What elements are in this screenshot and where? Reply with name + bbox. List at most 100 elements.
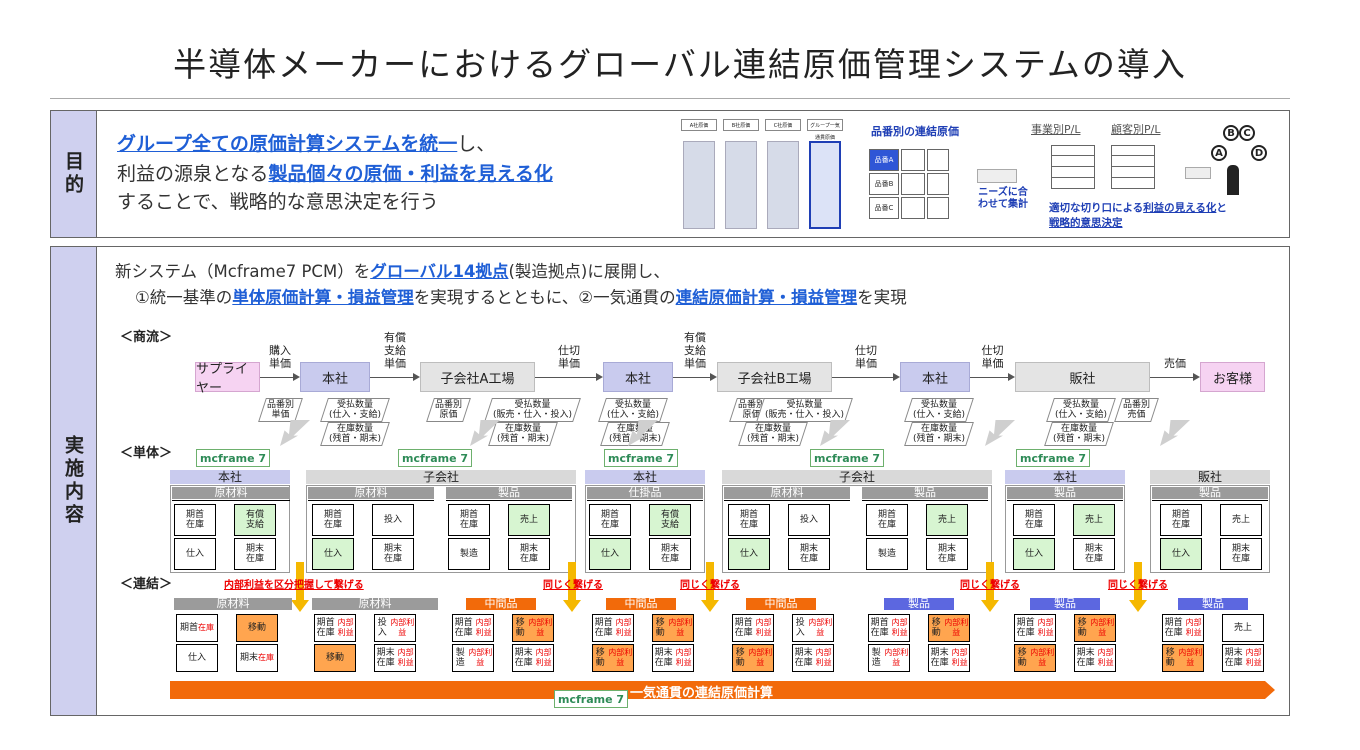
consol-cell: 期首在庫内部利益 [592,614,634,642]
consol-cell-text: 期末在庫 [794,648,813,668]
internal-profit-text: 内部利益 [891,618,908,637]
param-box-12: 在庫数量(残首・期末) [904,422,974,446]
single-cell: 期首在庫 [589,504,631,536]
param-text: 受払数量(仕入・支給) [607,400,660,420]
consol-cell: 移動 [314,644,356,672]
cube-cell [901,197,925,219]
flow-arrow-head [893,373,900,381]
single-cell: 期末在庫 [508,538,550,570]
mcframe-logo-2: mcframe 7 [604,449,679,467]
consol-cell-text: 移動 [655,618,665,638]
internal-profit-text: 内部利益 [1030,648,1055,667]
single-cell: 期首在庫 [312,504,354,536]
flow-box-1: 本社 [300,362,370,392]
single-cell: 売上 [508,504,550,536]
param-box-9: 受払数量(販売・仕入・投入) [756,398,853,422]
cube-cell [927,149,949,171]
yellow-arrow-1 [706,562,714,602]
consol-cell: 移動内部利益 [1014,644,1056,672]
consol-cell: 期末在庫 [236,644,278,672]
impl-highlight-2: 単体原価計算・損益管理 [232,288,414,307]
consol-cell-text: 期首 [179,623,198,633]
param-box-15: 品番別売価 [1114,398,1159,422]
internal-profit-text: 内部利益 [944,618,969,637]
flow-arrow [370,377,414,378]
needs-arrow [977,169,1017,183]
yellow-arrow-head-3 [1129,600,1147,612]
flow-arrow [1150,377,1194,378]
red-label-1: 同じく繋げる [543,580,603,591]
consol-cell-text: 売上 [1233,623,1252,633]
yellow-arrow-0 [568,562,576,602]
single-cell: 仕入 [728,538,770,570]
consol-cell: 期末在庫内部利益 [792,644,834,672]
flow-box-2: 子会社A工場 [420,362,535,392]
single-cell: 期首在庫 [728,504,770,536]
param-text: 品番別原価 [435,400,463,420]
entity-frame-0 [170,485,290,573]
cube-cell [901,173,925,195]
internal-profit-text: 内部利益 [528,618,553,637]
cube-cell [927,197,949,219]
consol-head-0: 原材料 [174,598,292,610]
red-label-4: 同じく繋げる [1108,580,1168,591]
impl-side-label: 実施内容 [51,247,97,715]
param-text: 在庫数量(残首・期末) [747,424,800,444]
flow-box-5: 本社 [900,362,970,392]
internal-profit-text: 内部利益 [884,648,909,667]
single-cell: 仕入 [589,538,631,570]
red-label-3: 同じく繋げる [960,580,1020,591]
consol-cell: 売上 [1222,614,1264,642]
impl-text-2: (製造拠点)に展開し、 [508,262,670,281]
single-cell: 製造 [866,538,908,570]
consol-cell-text: 期末在庫 [514,648,533,668]
consol-cell-text: 期末在庫 [930,648,949,668]
internal-profit-text: 内部利益 [1245,648,1262,667]
single-cell: 期首在庫 [1013,504,1055,536]
consol-cell-text: 製造 [455,648,465,668]
flow-arrow [260,377,294,378]
single-cell: 期末在庫 [1073,538,1115,570]
single-cell: 仕入 [174,538,216,570]
pl-grid [1111,145,1155,189]
t-line [1152,500,1268,501]
mcframe-logo-4: mcframe 7 [1016,449,1091,467]
param-box-3: 品番別原価 [426,398,471,422]
person-icon [1227,165,1239,195]
needs-label: ニーズに合わせて集計 [978,187,1028,210]
impl-line-2: ①統一基準の単体原価計算・損益管理を実現するとともに、②一気通貫の連結原価計算・… [135,285,907,310]
internal-profit-text: 内部利益 [337,618,354,637]
consol-cell: 期末在庫内部利益 [512,644,554,672]
single-cell: 仕入 [1013,538,1055,570]
t-line [724,500,850,501]
internal-profit-text: 内部利益 [815,648,832,667]
pl-customer-label: 顧客別P/L [1111,123,1161,136]
param-text: 在庫数量(残首・期末) [1053,424,1106,444]
consol-head-6: 製品 [1030,598,1100,610]
t-line [587,500,703,501]
internal-profit-text: 在庫 [258,653,274,662]
cube-cell [901,149,925,171]
red-label-0: 内部利益を区分把握して繋げる [224,580,364,591]
consol-cell-text: 期首在庫 [870,618,889,638]
param-text: 品番別売価 [1123,400,1151,420]
cost-tab: C社原価 [765,119,801,131]
internal-profit-text: 内部利益 [615,618,632,637]
cost-stack [809,141,841,229]
purpose-line-3: することで、戦略的な意思決定を行う [117,191,439,213]
purpose-highlight-2: 製品個々の原価・利益を見える化 [268,163,553,185]
person-A: A [1211,145,1227,161]
person-C: C [1239,125,1255,141]
consol-cell: 移動 [236,614,278,642]
person-B: B [1223,125,1239,141]
internal-profit-text: 内部利益 [1185,618,1202,637]
cost-tab: グループ一気通貫原価 [807,119,843,141]
param-box-13: 受払数量(仕入・支給) [1046,398,1116,422]
consol-cell: 期首在庫内部利益 [732,614,774,642]
consol-cell-text: 移動 [595,648,605,668]
consol-cell-text: 投入 [377,618,387,638]
param-box-5: 在庫数量(残首・期末) [488,422,558,446]
single-cell: 期首在庫 [1160,504,1202,536]
consol-cell-text: 期末在庫 [654,648,673,668]
param-box-0: 品番別単価 [258,398,303,422]
